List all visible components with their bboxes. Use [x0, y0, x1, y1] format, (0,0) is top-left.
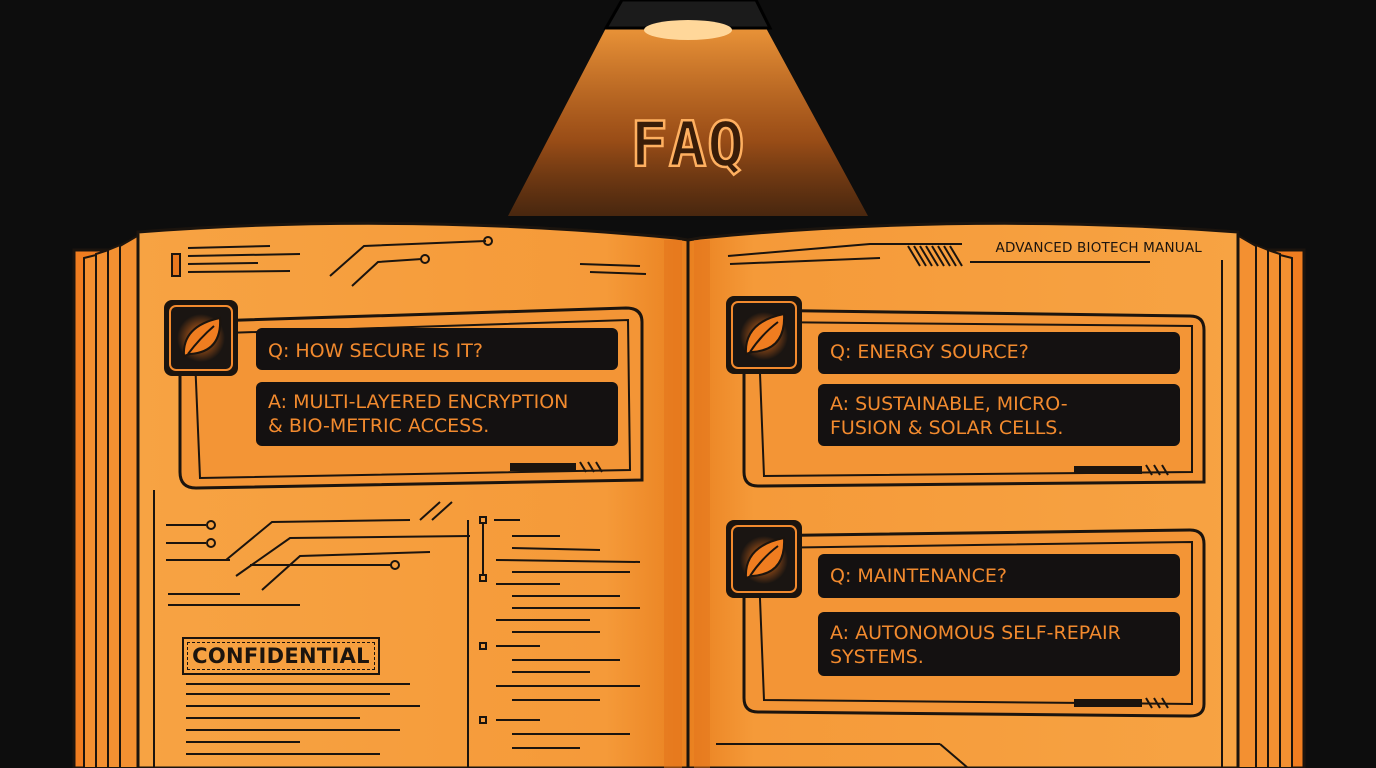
faq-1-question: Q: HOW SECURE IS IT? [268, 340, 483, 362]
faq-2-question: Q: ENERGY SOURCE? [830, 341, 1029, 363]
manual-header: ADVANCED BIOTECH MANUAL [995, 240, 1202, 256]
faq-card-1-badge [164, 300, 238, 376]
faq-title: FAQ [629, 107, 746, 183]
faq-text-boxes [256, 328, 1180, 676]
lamp [508, 0, 868, 216]
lamp-shade-icon [603, 0, 773, 30]
leaf-icon [744, 312, 786, 356]
faq-card-3-badge [726, 520, 802, 598]
leaf-icon [744, 536, 786, 580]
faq-1-answer-box [256, 382, 618, 446]
right-page-circuit-lines [716, 243, 1223, 768]
faq-3-question-box [818, 554, 1180, 598]
faq-2-answer-box [818, 384, 1180, 446]
right-page-edges [1231, 230, 1293, 768]
confidential-stamp: CONFIDENTIAL [182, 637, 380, 675]
faq-card-2-badge [726, 296, 802, 374]
leaf-icon [182, 316, 222, 358]
faq-2-answer: A: SUSTAINABLE, MICRO- FUSION & SOLAR CE… [830, 393, 1068, 439]
faq-2-question-box [818, 332, 1180, 374]
faq-1-question-box [256, 328, 618, 370]
faq-3-answer: A: AUTONOMOUS SELF-REPAIR SYSTEMS. [830, 622, 1121, 668]
left-page-edges [83, 230, 145, 768]
light-beam [508, 28, 868, 216]
lamp-bulb [644, 20, 732, 40]
faq-1-answer: A: MULTI-LAYERED ENCRYPTION & BIO-METRIC… [268, 391, 569, 437]
faq-3-question: Q: MAINTENANCE? [830, 565, 1007, 587]
faq-3-answer-box [818, 612, 1180, 676]
left-page-circuit-lines [153, 236, 647, 768]
